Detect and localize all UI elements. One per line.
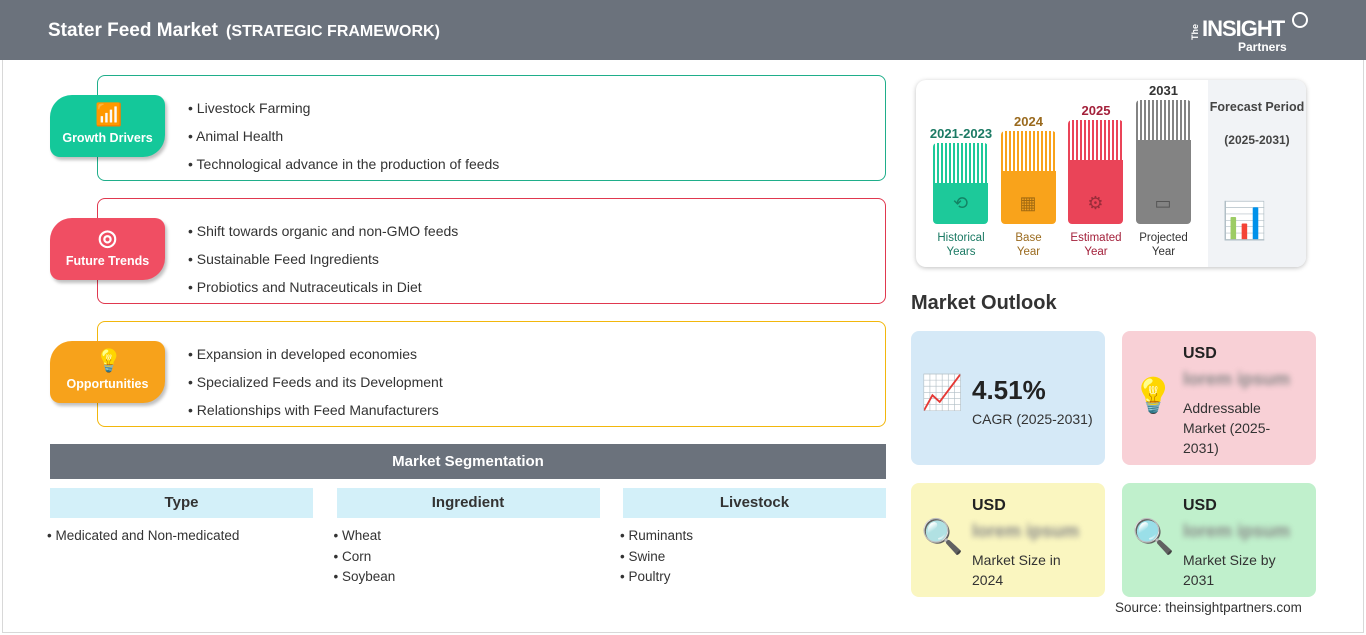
dollar-bulb-icon: 💡 xyxy=(1132,377,1175,415)
section-name: Future Trends xyxy=(65,254,150,268)
estimate-icon: ⚙ xyxy=(1087,193,1104,213)
segment-list: Medicated and Non-medicated xyxy=(47,526,239,547)
timeline-year: 2025 xyxy=(1081,103,1111,118)
page-title: Stater Feed Market(STRATEGIC FRAMEWORK) xyxy=(48,20,440,41)
currency: USD xyxy=(1183,345,1217,362)
segment-item: Ruminants xyxy=(620,526,693,547)
section-name: Growth Drivers xyxy=(62,131,153,145)
section-item: Technological advance in the production … xyxy=(188,150,500,178)
page-subtitle: (STRATEGIC FRAMEWORK) xyxy=(226,23,440,40)
size-2024-label: Market Size in 2024 xyxy=(972,552,1061,588)
timeline-card: Forecast Period (2025-2031) 📊 2021-2023 ⟲… xyxy=(916,80,1306,267)
section-item: Animal Health xyxy=(188,122,499,150)
section-badge: 💡 Opportunities xyxy=(50,341,165,403)
section-item: Specialized Feeds and its Development xyxy=(188,368,443,396)
section-item: Shift towards organic and non-GMO feeds xyxy=(188,217,458,245)
source-text: Source: theinsightpartners.com xyxy=(1115,600,1302,615)
currency: USD xyxy=(972,497,1006,514)
timeline-bar: ▦ xyxy=(1000,131,1056,224)
segmentation-title: Market Segmentation xyxy=(50,444,886,479)
growth-chart-icon: 📶 xyxy=(95,102,123,127)
timeline-year: 2031 xyxy=(1149,83,1178,98)
addressable-label: Addressable Market (2025-2031) xyxy=(1183,400,1271,456)
market-size-2024-card: 🔍 USD lorem ipsum Market Size in 2024 xyxy=(911,483,1105,597)
segment-item: Poultry xyxy=(620,567,693,588)
section-item: Relationships with Feed Manufacturers xyxy=(188,396,443,424)
segment-header: Livestock xyxy=(623,488,886,518)
section-badge: ◎ Future Trends xyxy=(50,218,165,280)
blurred-value: lorem ipsum xyxy=(1183,521,1291,541)
segment-item: Swine xyxy=(620,547,693,568)
content-frame xyxy=(2,60,1364,633)
header-bar xyxy=(0,0,1366,60)
section-name: Opportunities xyxy=(66,377,149,391)
cagr-card: 📈 4.51% CAGR (2025-2031) xyxy=(911,331,1105,465)
segment-header: Ingredient xyxy=(336,488,600,518)
hand-bulb-icon: 💡 xyxy=(95,348,123,373)
blurred-value: lorem ipsum xyxy=(972,521,1080,541)
forecast-panel: Forecast Period (2025-2031) 📊 xyxy=(1208,80,1306,267)
market-analysis-icon: 🔍 xyxy=(921,518,964,556)
target-icon: ◎ xyxy=(97,225,118,250)
forecast-label: Forecast Period xyxy=(1209,100,1305,114)
cagr-value: 4.51% xyxy=(972,375,1046,405)
timeline-bar: ⚙ xyxy=(1068,120,1123,224)
timeline-bar: ▭ xyxy=(1135,100,1191,224)
section-item: Livestock Farming xyxy=(188,94,499,122)
history-icon: ⟲ xyxy=(952,193,969,213)
segment-item: Soybean xyxy=(334,567,395,588)
forecast-range: (2025-2031) xyxy=(1224,133,1290,147)
projection-icon: ▭ xyxy=(1154,193,1172,213)
section-badge: 📶 Growth Drivers xyxy=(50,95,165,157)
addressable-market-card: 💡 USD lorem ipsum Addressable Market (20… xyxy=(1122,331,1316,465)
segment-list: WheatCornSoybean xyxy=(334,526,396,588)
section-box-2: Expansion in developed economiesSpeciali… xyxy=(97,321,886,427)
currency: USD xyxy=(1183,497,1217,514)
segment-item: Corn xyxy=(334,547,396,568)
cagr-label: CAGR (2025-2031) xyxy=(972,411,1093,427)
section-box-1: Shift towards organic and non-GMO feedsS… xyxy=(97,198,886,304)
analytics-illustration-icon: 📊 xyxy=(1222,200,1267,241)
market-outlook-title: Market Outlook xyxy=(911,292,1057,314)
blurred-value: lorem ipsum xyxy=(1183,369,1291,389)
timeline-year: 2021-2023 xyxy=(929,126,993,141)
segment-list: RuminantsSwinePoultry xyxy=(620,526,693,588)
section-item: Sustainable Feed Ingredients xyxy=(188,245,458,273)
segment-item: Wheat xyxy=(334,526,396,547)
segment-item: Medicated and Non-medicated xyxy=(47,526,239,547)
growth-chart-icon: 📈 xyxy=(921,374,964,412)
section-item: Probiotics and Nutraceuticals in Diet xyxy=(188,273,458,301)
calendar-icon: ▦ xyxy=(1019,193,1037,213)
timeline-year: 2024 xyxy=(1014,114,1043,129)
market-size-2031-card: 🔍 USD lorem ipsum Market Size by 2031 xyxy=(1122,483,1316,597)
size-2031-label: Market Size by 2031 xyxy=(1183,552,1276,588)
section-box-0: Livestock FarmingAnimal HealthTechnologi… xyxy=(97,75,886,181)
section-item: Expansion in developed economies xyxy=(188,340,443,368)
market-analysis-icon: 🔍 xyxy=(1132,518,1175,556)
segment-header: Type xyxy=(50,488,313,518)
timeline-bar: ⟲ xyxy=(933,143,988,224)
